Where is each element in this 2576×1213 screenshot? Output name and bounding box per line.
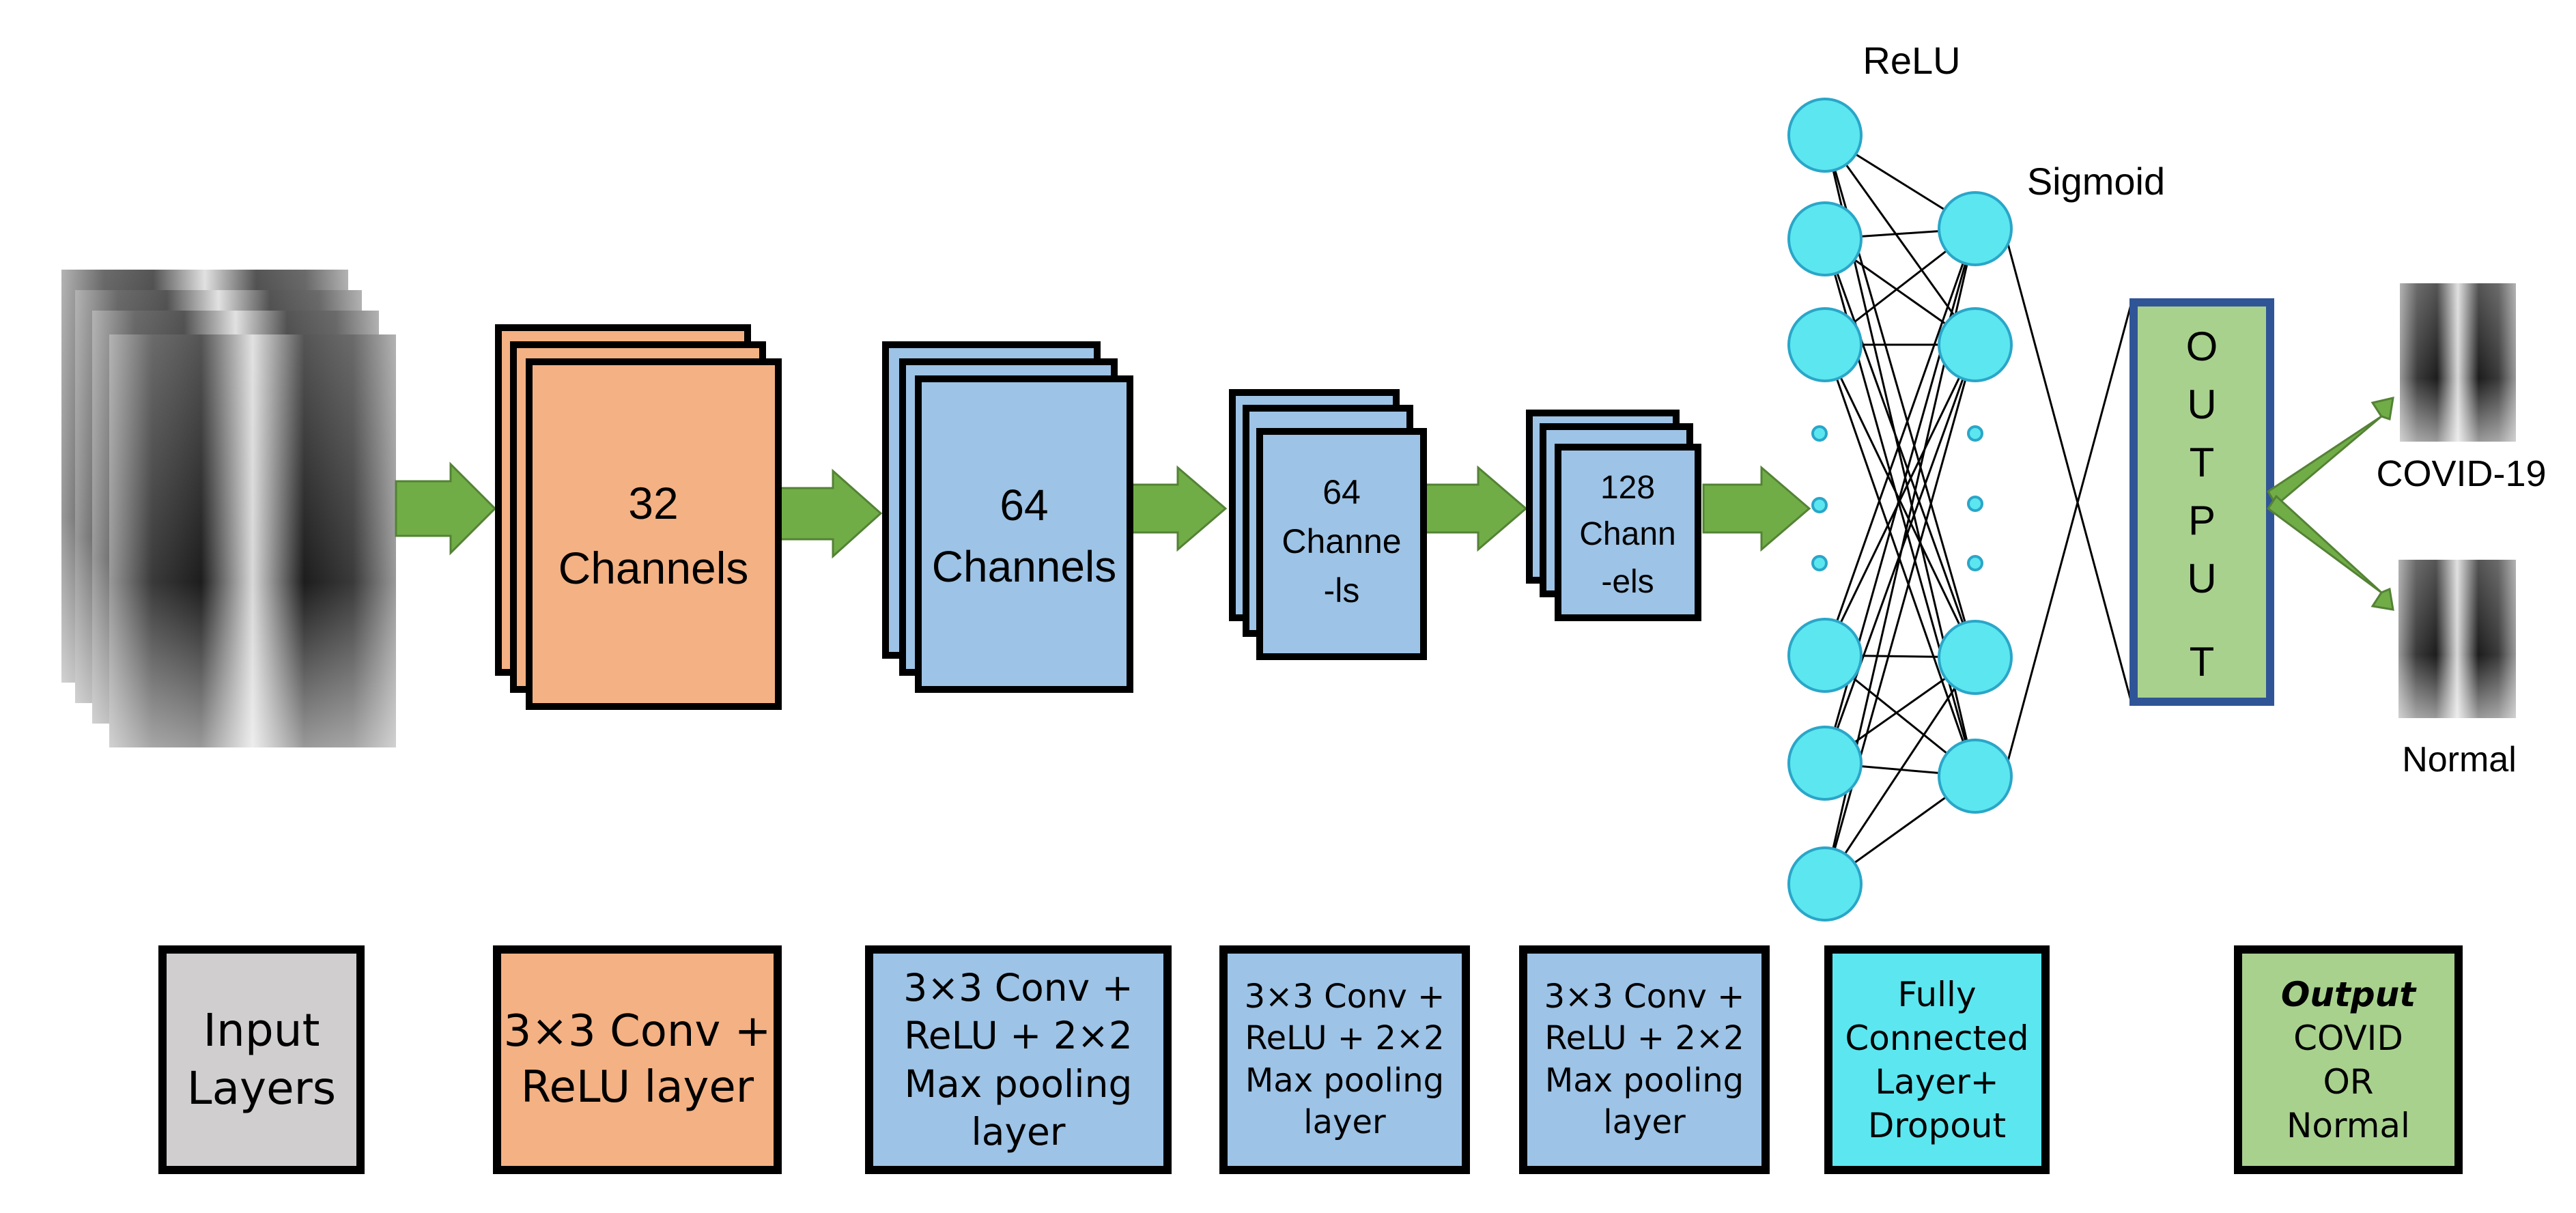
legend-text: layer bbox=[971, 1109, 1066, 1154]
flow-arrow bbox=[1702, 465, 1811, 552]
output-letter: T bbox=[2190, 639, 2215, 685]
sigmoid-neuron bbox=[1938, 620, 2013, 695]
block-channel-label-cont: -ls bbox=[1324, 571, 1360, 610]
relu-neuron bbox=[1787, 726, 1863, 801]
relu-neuron bbox=[1787, 307, 1863, 382]
fc-connection-line bbox=[1824, 657, 1977, 885]
flow-arrow bbox=[395, 461, 497, 556]
input-xray-stack bbox=[61, 270, 396, 747]
fc-connection-line bbox=[1824, 228, 1977, 656]
fc-connection-line bbox=[1824, 134, 1977, 345]
conv-block-64-small: 64 Channe -ls bbox=[1229, 389, 1427, 660]
ellipsis-dot bbox=[1811, 497, 1828, 513]
legend-text: Input bbox=[203, 1004, 320, 1057]
flow-arrow bbox=[1422, 465, 1528, 552]
legend-conv-relu: 3×3 Conv + ReLU layer bbox=[493, 945, 782, 1174]
legend-text: layer bbox=[1303, 1102, 1386, 1141]
result-arrow-normal bbox=[2266, 494, 2394, 611]
conv-block-128: 128 Chann -els bbox=[1526, 410, 1701, 621]
legend-conv-pool-2: 3×3 Conv + ReLU + 2×2 Max pooling layer bbox=[1219, 945, 1470, 1174]
output-connection-line bbox=[2002, 302, 2133, 777]
block-channel-count: 64 bbox=[1322, 473, 1361, 511]
legend-text: Fully bbox=[1897, 974, 1977, 1014]
block-channel-label: Chann bbox=[1579, 516, 1675, 552]
legend-text: layer bbox=[1603, 1102, 1686, 1141]
fc-connection-line bbox=[1824, 238, 1977, 658]
flow-arrow bbox=[1125, 465, 1228, 552]
ellipsis-dot bbox=[1967, 496, 1983, 512]
relu-neuron bbox=[1787, 201, 1863, 276]
ellipsis-dot bbox=[1811, 555, 1828, 571]
ellipsis-dot bbox=[1811, 425, 1828, 442]
legend-text: Dropout bbox=[1867, 1105, 2007, 1145]
result-arrow-covid bbox=[2266, 397, 2394, 507]
legend-text: Layers bbox=[186, 1061, 337, 1115]
legend-fully-connected: Fully Connected Layer+ Dropout bbox=[1824, 945, 2050, 1174]
legend-text: Max pooling bbox=[1245, 1061, 1445, 1100]
ellipsis-dot bbox=[1967, 425, 1983, 442]
fc-connection-line bbox=[1824, 344, 1977, 885]
normal-result-label: Normal bbox=[2402, 740, 2517, 780]
legend-text: ReLU + 2×2 bbox=[904, 1014, 1133, 1058]
relu-label: ReLU bbox=[1863, 39, 1960, 82]
legend-text: 3×3 Conv + bbox=[903, 965, 1133, 1010]
legend-text: Layer+ bbox=[1875, 1061, 1999, 1102]
legend-text: Normal bbox=[2287, 1105, 2410, 1145]
sigmoid-neuron bbox=[1938, 739, 2013, 814]
normal-xray-thumbnail bbox=[2398, 560, 2516, 718]
legend-text: 3×3 Conv + bbox=[503, 1005, 772, 1057]
legend-text: Max pooling bbox=[1544, 1061, 1744, 1100]
block-channel-label: Channels bbox=[932, 542, 1116, 591]
output-letter: T bbox=[2190, 440, 2215, 485]
output-box: O U T P U T bbox=[2129, 298, 2274, 706]
legend-output: Output COVID OR Normal bbox=[2234, 945, 2463, 1174]
conv-block-64: 64 Channels bbox=[882, 341, 1133, 693]
fc-nodes bbox=[1787, 98, 2013, 922]
legend-title: Output bbox=[2280, 974, 2416, 1014]
legend-text: ReLU + 2×2 bbox=[1245, 1019, 1445, 1058]
sigmoid-neuron bbox=[1938, 191, 2013, 266]
legend-conv-pool-1: 3×3 Conv + ReLU + 2×2 Max pooling layer bbox=[865, 945, 1172, 1174]
output-letter: U bbox=[2187, 382, 2216, 427]
output-connection-line bbox=[2002, 228, 2133, 704]
block-channel-label-cont: -els bbox=[1601, 564, 1654, 600]
block-channel-label: Channels bbox=[558, 543, 749, 593]
xray-image bbox=[109, 334, 396, 747]
block-channel-count: 64 bbox=[1000, 481, 1048, 530]
legend-conv-pool-3: 3×3 Conv + ReLU + 2×2 Max pooling layer bbox=[1519, 945, 1770, 1174]
output-letter: P bbox=[2188, 498, 2216, 543]
relu-neuron bbox=[1787, 846, 1863, 922]
legend-text: OR bbox=[2323, 1061, 2374, 1102]
block-channel-count: 128 bbox=[1600, 470, 1655, 506]
relu-neuron bbox=[1787, 98, 1863, 173]
flow-arrow bbox=[777, 468, 883, 559]
relu-neuron bbox=[1787, 618, 1863, 693]
covid-result-label: COVID-19 bbox=[2376, 453, 2546, 494]
conv-block-32: 32 Channels bbox=[495, 324, 782, 710]
output-letter: U bbox=[2187, 556, 2216, 601]
legend-text: 3×3 Conv + bbox=[1244, 977, 1445, 1016]
block-channel-label: Channe bbox=[1282, 522, 1401, 560]
legend-text: COVID bbox=[2293, 1018, 2403, 1058]
legend-input-layers: Input Layers bbox=[158, 945, 365, 1174]
legend-text: Connected bbox=[1845, 1018, 2029, 1058]
sigmoid-neuron bbox=[1938, 307, 2013, 382]
legend-text: Max pooling bbox=[904, 1061, 1133, 1106]
covid-xray-thumbnail bbox=[2400, 283, 2516, 442]
ellipsis-dot bbox=[1967, 555, 1983, 571]
legend-text: ReLU + 2×2 bbox=[1544, 1019, 1744, 1058]
fc-connection-line bbox=[1824, 344, 1977, 656]
legend-text: 3×3 Conv + bbox=[1544, 977, 1745, 1016]
block-channel-count: 32 bbox=[628, 478, 678, 528]
output-letter: O bbox=[2186, 324, 2218, 369]
sigmoid-label: Sigmoid bbox=[2027, 160, 2165, 203]
legend-text: ReLU layer bbox=[520, 1061, 754, 1113]
